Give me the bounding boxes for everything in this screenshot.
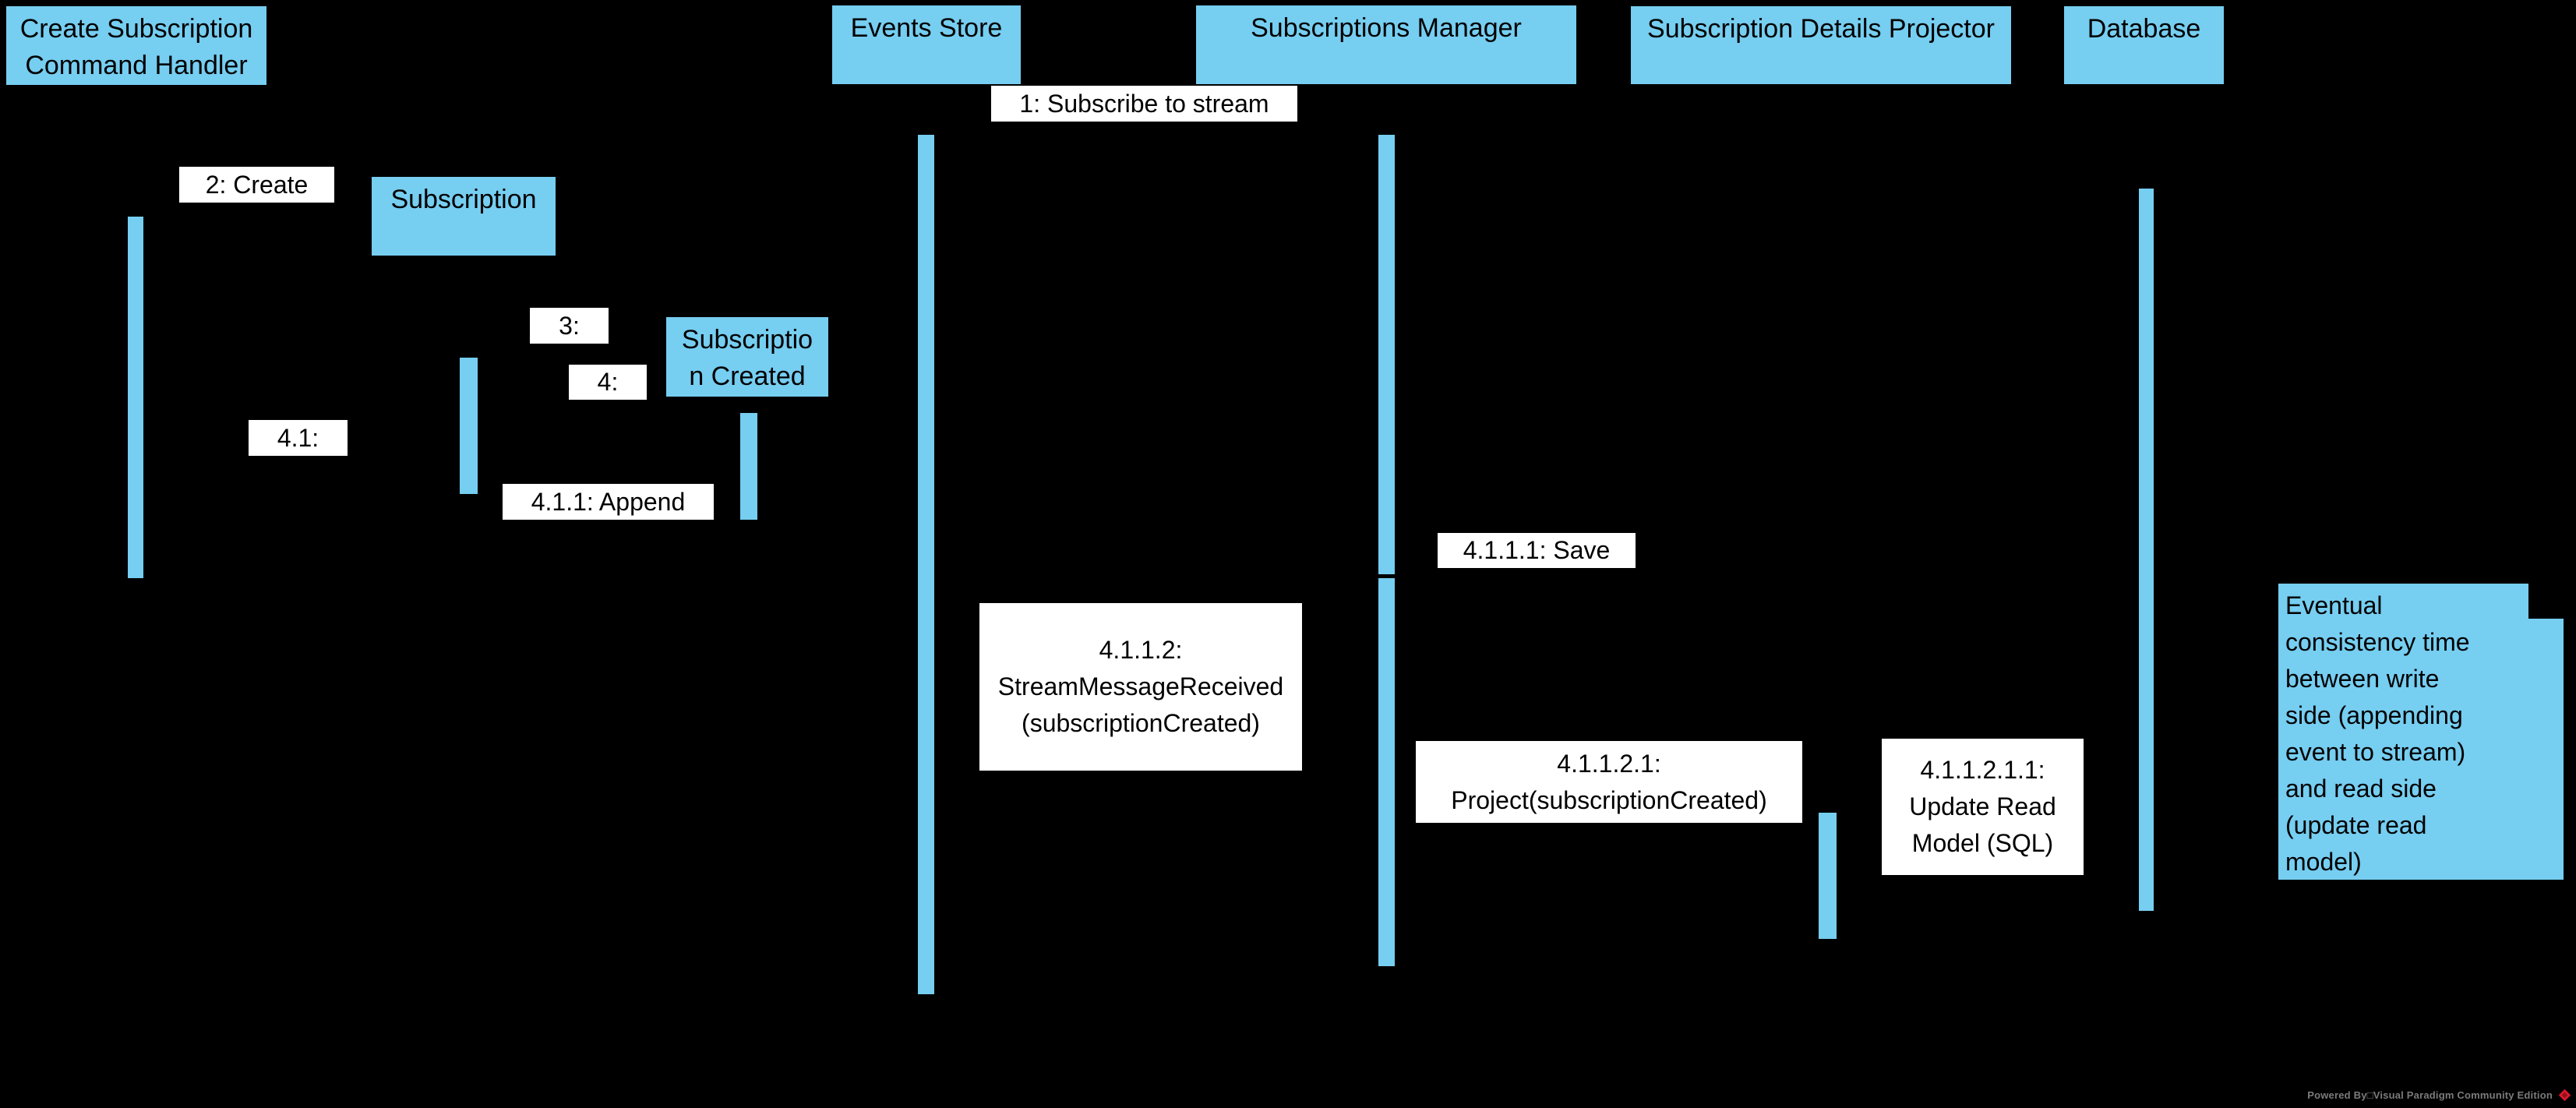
powered-by-text: Powered By□Visual Paradigm Community Edi… (2307, 1089, 2553, 1101)
message-text: 4.1.1.2.1: (1557, 749, 1661, 778)
lifeline-label: Database (2087, 14, 2201, 44)
object-subscription: Subscription (372, 177, 556, 256)
message-label-subscribe-to-stream: 1: Subscribe to stream (991, 86, 1297, 122)
lifeline-label: Subscriptions Manager (1251, 13, 1522, 43)
message-label-project-subscription-created: 4.1.1.2.1: Project(subscriptionCreated) (1416, 741, 1802, 823)
object-subscription-created: Subscriptio n Created (666, 317, 828, 397)
message-label-update-read-model: 4.1.1.2.1.1: Update Read Model (SQL) (1882, 739, 2084, 875)
message-text: 3: (559, 311, 580, 340)
activation-bar-details-projector (1819, 813, 1837, 939)
activation-bar-subscription (460, 358, 478, 494)
lifeline-subscription-details-projector: Subscription Details Projector (1631, 6, 2011, 84)
note-line: (update read (2285, 811, 2427, 839)
visual-paradigm-logo-icon (2558, 1089, 2571, 1102)
message-text: 4.1.1.2.1.1: (1920, 756, 2045, 784)
activation-bar-database (2139, 189, 2154, 911)
message-text: Update Read (1909, 792, 2056, 820)
message-label-4: 4: (569, 365, 647, 400)
message-label-append: 4.1.1: Append (503, 484, 714, 520)
note-eventual-consistency: Eventual consistency time between write … (2278, 584, 2564, 880)
message-text: 4.1.1.1: Save (1463, 536, 1611, 564)
message-label-create: 2: Create (179, 167, 334, 203)
message-text: StreamMessageReceived (997, 672, 1284, 700)
message-text: 4.1.1: Append (531, 487, 686, 516)
lifeline-label: Events Store (850, 13, 1003, 43)
message-text: Model (SQL) (1911, 829, 2054, 857)
message-text: 4: (597, 368, 619, 396)
message-text: Project(subscriptionCreated) (1451, 785, 1767, 814)
message-text: 4.1: (277, 423, 319, 452)
message-label-save: 4.1.1.1: Save (1438, 533, 1636, 568)
lifeline-label: Create Subscription (19, 14, 253, 44)
object-label: Subscriptio (681, 325, 813, 355)
lifeline-label: Command Handler (25, 51, 248, 80)
message-label-3: 3: (530, 308, 609, 344)
activation-bar-subscriptions-manager-lower (1378, 578, 1395, 966)
lifeline-label: Subscription Details Projector (1647, 14, 1995, 44)
lifeline-create-subscription-command-handler: Create Subscription Command Handler (6, 6, 266, 85)
activation-bar-subscriptions-manager-upper (1378, 135, 1395, 574)
note-line: between write (2285, 665, 2440, 693)
message-label-4-1: 4.1: (249, 420, 348, 456)
activation-bar-subscription-created (740, 413, 757, 520)
note-line: and read side (2285, 775, 2437, 803)
lifeline-subscriptions-manager: Subscriptions Manager (1196, 5, 1576, 84)
message-text: (subscriptionCreated) (1022, 709, 1260, 737)
activation-bar-command-handler (128, 217, 143, 578)
object-label: n Created (689, 362, 806, 391)
lifeline-events-store: Events Store (832, 5, 1021, 84)
note-line: event to stream) (2285, 738, 2466, 766)
powered-by-footer: Powered By□Visual Paradigm Community Edi… (2307, 1089, 2571, 1102)
activation-bar-events-store (918, 135, 934, 994)
note-line: consistency time (2285, 628, 2470, 656)
message-text: 1: Subscribe to stream (1019, 89, 1269, 118)
note-line: side (appending (2285, 701, 2463, 729)
message-text: 4.1.1.2: (1099, 636, 1183, 664)
note-line: model) (2285, 848, 2362, 876)
message-text: 2: Create (205, 170, 309, 199)
message-label-stream-message-received: 4.1.1.2: StreamMessageReceived (subscrip… (979, 603, 1302, 771)
note-line: Eventual (2285, 591, 2383, 619)
lifeline-database: Database (2064, 6, 2224, 84)
object-label: Subscription (390, 185, 537, 214)
